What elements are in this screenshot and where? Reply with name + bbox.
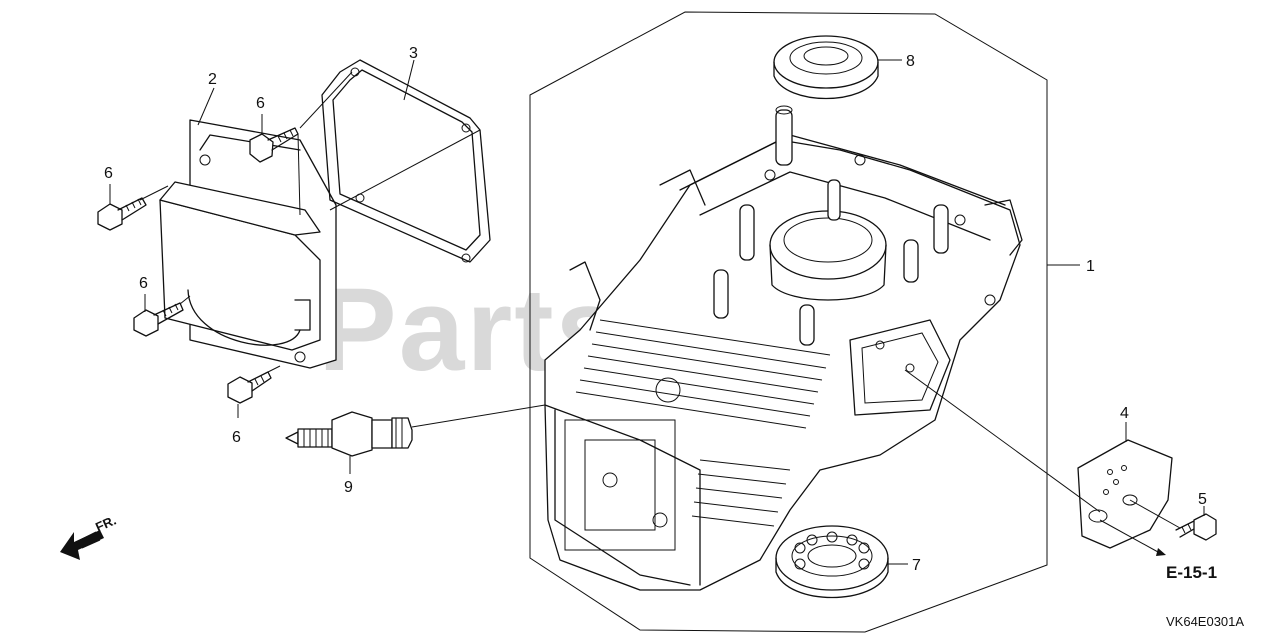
head-cover-part[interactable] bbox=[159, 119, 337, 369]
oil-seal-part[interactable] bbox=[773, 35, 879, 100]
kit-boundary bbox=[529, 11, 1048, 633]
spark-plug-part[interactable] bbox=[285, 411, 413, 457]
cylinder-block-part[interactable] bbox=[544, 105, 1023, 591]
callout-6-lower: 6 bbox=[232, 429, 241, 446]
drawing-code: VK64E0301A bbox=[1166, 614, 1244, 629]
front-arrow-icon bbox=[60, 530, 104, 560]
callout-9: 9 bbox=[344, 479, 353, 496]
callout-2: 2 bbox=[208, 71, 217, 88]
callout-4: 4 bbox=[1120, 405, 1129, 422]
bolt-part-lower[interactable] bbox=[227, 371, 272, 404]
callout-6-mid: 6 bbox=[139, 275, 148, 292]
leader-lines bbox=[109, 59, 1205, 565]
callout-6-upper: 6 bbox=[256, 95, 265, 112]
front-label: FR. bbox=[93, 513, 118, 535]
screw-part[interactable] bbox=[1175, 513, 1217, 541]
bolt-part-left[interactable] bbox=[97, 197, 147, 231]
bolt-part-mid[interactable] bbox=[133, 302, 184, 337]
breather-plate-part[interactable] bbox=[1077, 439, 1173, 549]
callout-3: 3 bbox=[409, 45, 418, 62]
bolt-part-upper[interactable] bbox=[249, 127, 299, 163]
callout-6-left: 6 bbox=[104, 165, 113, 182]
callout-1: 1 bbox=[1086, 258, 1095, 275]
callout-8: 8 bbox=[906, 53, 915, 70]
reference-label[interactable]: E-15-1 bbox=[1166, 563, 1217, 582]
callout-7: 7 bbox=[912, 557, 921, 574]
ball-bearing-part[interactable] bbox=[775, 525, 889, 598]
callout-5: 5 bbox=[1198, 491, 1207, 508]
